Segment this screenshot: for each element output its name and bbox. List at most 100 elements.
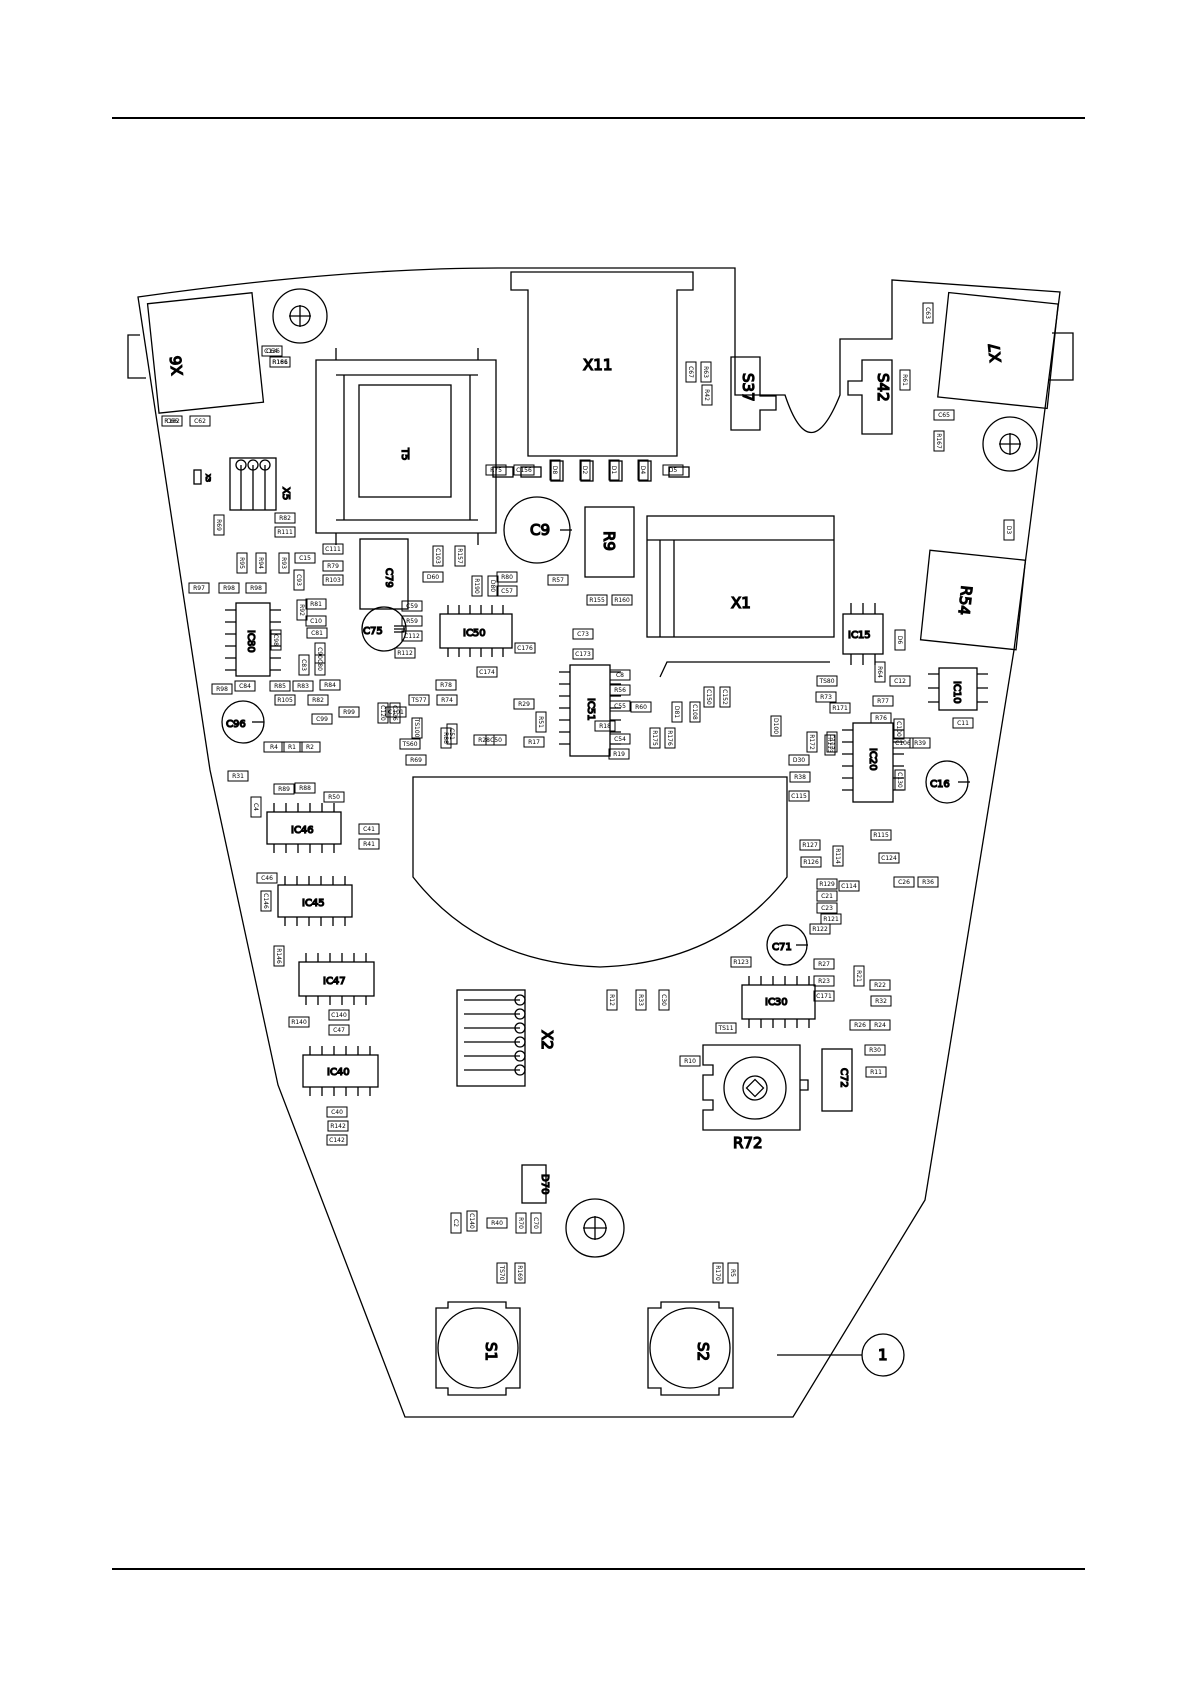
small-part-label: C115 xyxy=(791,793,807,800)
small-part-c12: C12 xyxy=(889,675,911,687)
capacitor-c75: C75 xyxy=(361,606,407,652)
small-part-label: R82 xyxy=(312,697,324,704)
small-part-c70: C70 xyxy=(530,1212,542,1234)
small-part-r32: R32 xyxy=(870,995,892,1007)
small-part-label: R69 xyxy=(410,757,422,764)
small-part-label: R155 xyxy=(589,597,605,604)
small-part-body xyxy=(327,1120,349,1132)
small-part-body xyxy=(338,706,360,718)
small-part-c140: C140 xyxy=(466,1210,478,1232)
small-part-c174: C174 xyxy=(476,666,498,678)
small-part-body xyxy=(298,654,310,676)
ic-ic40: IC40 xyxy=(302,1046,379,1096)
small-part-r115: R115 xyxy=(870,829,892,841)
small-part-label: R126 xyxy=(803,859,819,866)
small-part-label: C114 xyxy=(841,883,857,890)
small-part-c140: C140 xyxy=(328,1009,350,1021)
small-part-body xyxy=(314,654,326,676)
small-part-body xyxy=(311,713,333,725)
small-part-label: R69 xyxy=(215,519,222,531)
small-part-r28: R28 xyxy=(473,734,495,746)
small-part-label: D6 xyxy=(896,636,903,645)
label-c9: C9 xyxy=(530,521,550,539)
label-x2: X2 xyxy=(538,1030,556,1050)
small-part-ts60: TS60 xyxy=(399,738,421,750)
small-part-body xyxy=(893,876,915,888)
small-part-label: C93 xyxy=(295,574,302,586)
small-part-body xyxy=(408,694,430,706)
small-part-body xyxy=(292,680,314,692)
small-part-label: R82 xyxy=(279,515,291,522)
small-part-label: R81 xyxy=(310,601,322,608)
label-c79: C79 xyxy=(383,568,394,588)
small-part-r175: R175 xyxy=(649,727,661,749)
small-part-body xyxy=(608,459,620,481)
small-part-r80: R80 xyxy=(496,571,518,583)
small-part-label: C67 xyxy=(687,366,694,378)
small-part-c55: C55 xyxy=(609,700,631,712)
small-part-d81: D81 xyxy=(671,701,683,723)
small-part-body xyxy=(263,741,285,753)
small-part-label: R27 xyxy=(818,961,830,968)
callout-number: 1 xyxy=(878,1346,888,1364)
small-part-body xyxy=(701,384,713,406)
switch-s37: S37 xyxy=(730,356,777,431)
capacitor-c79: C79 xyxy=(359,538,409,610)
small-part-body xyxy=(869,979,891,991)
small-part-label: R98 xyxy=(250,585,262,592)
small-part-body xyxy=(606,989,618,1011)
small-part-body xyxy=(377,702,389,724)
left-tab xyxy=(127,334,146,379)
small-part-label: R77 xyxy=(877,698,889,705)
small-part-body xyxy=(401,600,423,612)
small-part-c98: C98 xyxy=(270,629,282,651)
small-part-label: R74 xyxy=(441,697,453,704)
small-part-body xyxy=(401,630,423,642)
mount-hole-top-right xyxy=(982,416,1038,472)
small-part-r4: R4 xyxy=(263,741,285,753)
small-part-label: R23 xyxy=(818,978,830,985)
small-part-body xyxy=(933,409,955,421)
small-part-label: R95 xyxy=(238,557,245,569)
small-part-label: C112 xyxy=(404,633,420,640)
small-part-body xyxy=(829,702,851,714)
small-part-body xyxy=(824,734,836,756)
small-part-body xyxy=(770,715,782,737)
small-part-c10: C10 xyxy=(305,615,327,627)
small-part-label: R83 xyxy=(297,683,309,690)
small-part-label: C57 xyxy=(501,588,513,595)
small-part-body xyxy=(514,642,536,654)
small-part-c150: C150 xyxy=(703,686,715,708)
small-part-label: R127 xyxy=(802,842,818,849)
small-part-c130: C130 xyxy=(894,769,906,791)
small-part-body xyxy=(789,771,811,783)
small-part-label: C46 xyxy=(261,875,273,882)
small-part-body xyxy=(496,571,518,583)
small-part-c90: C90 xyxy=(314,642,326,664)
small-part-body xyxy=(662,464,684,476)
ic-ic30: IC30 xyxy=(741,976,816,1028)
label-c96: C96 xyxy=(226,719,246,730)
small-part-label: R84 xyxy=(324,682,336,689)
small-part-label: R24 xyxy=(874,1022,886,1029)
small-part-body xyxy=(712,1262,724,1284)
label-ic51: IC51 xyxy=(585,698,596,721)
small-part-body xyxy=(853,965,865,987)
small-part-label: R18 xyxy=(599,723,611,730)
label-r9: R9 xyxy=(600,531,618,551)
label-ic46: IC46 xyxy=(291,825,314,836)
small-part-label: C55 xyxy=(614,703,626,710)
small-part-body xyxy=(635,989,647,1011)
small-part-label: R97 xyxy=(193,585,205,592)
small-part-body xyxy=(411,717,423,739)
small-part-label: R76 xyxy=(875,715,887,722)
small-part-body xyxy=(307,694,329,706)
small-part-label: R169 xyxy=(516,1265,523,1281)
small-part-r146: R146 xyxy=(273,945,285,967)
small-part-body xyxy=(727,1262,739,1284)
small-part-body xyxy=(547,574,569,586)
small-part-label: C124 xyxy=(881,855,897,862)
small-part-label: R112 xyxy=(397,650,413,657)
small-part-body xyxy=(269,680,291,692)
small-part-c114: C114 xyxy=(838,880,860,892)
